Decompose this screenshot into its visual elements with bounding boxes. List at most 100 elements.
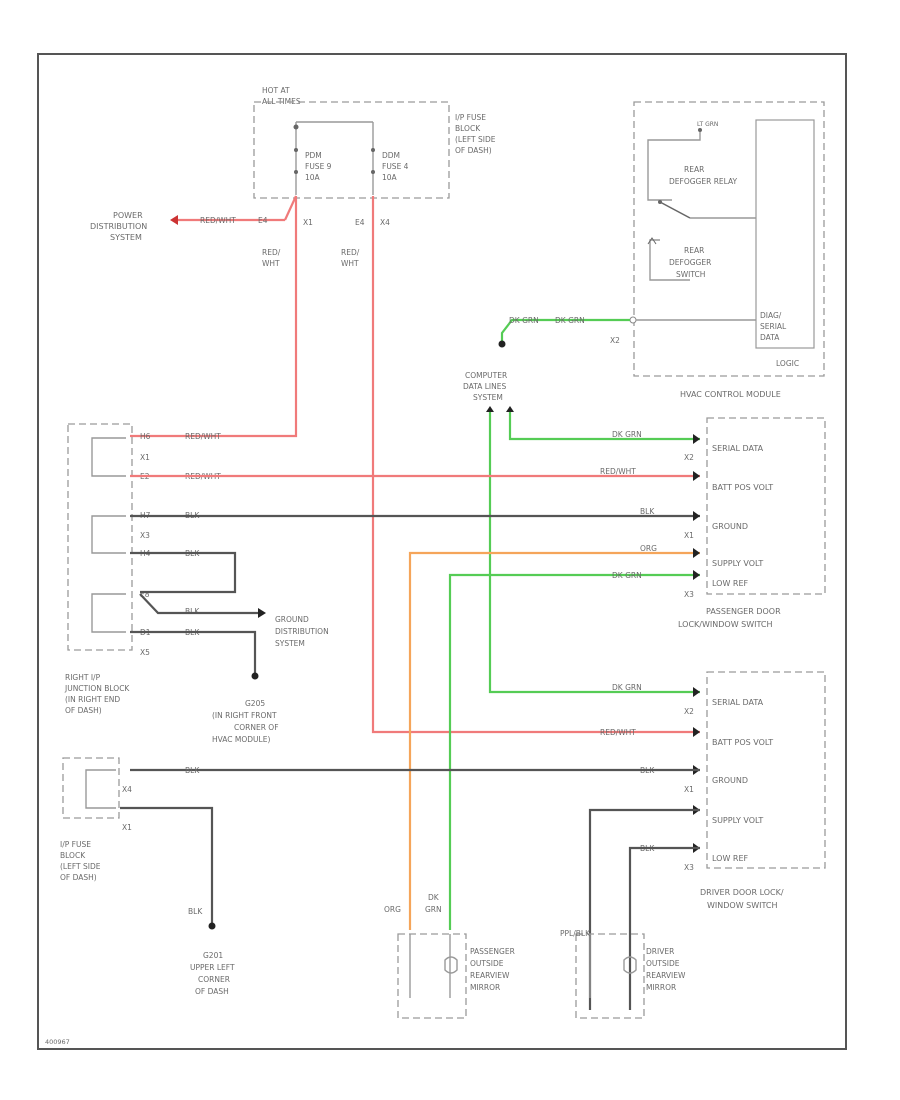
wire-org-supply (408, 551, 700, 930)
switch-blade (659, 201, 691, 219)
pass-switch-title: LOCK/WINDOW SWITCH (678, 620, 773, 629)
wire-dk-grn-pass (508, 412, 700, 441)
pass-mirror-label: REARVIEW (470, 971, 510, 980)
fuse-left-label: FUSE 9 (305, 162, 332, 171)
wire-red-wht-fuse9 (130, 196, 298, 438)
wire-label: DK GRN (612, 430, 642, 439)
relay-wire (647, 132, 701, 201)
diagram-frame (37, 53, 847, 1050)
arrow-icon (258, 608, 266, 618)
mirror-box (575, 933, 645, 1019)
fuse-block-title: BLOCK (60, 851, 86, 860)
wire-label: RED/WHT (185, 432, 221, 441)
arrow-icon (693, 511, 700, 521)
wire-label: BLK (185, 607, 200, 616)
computer-data-lines: COMPUTER DATA LINES SYSTEM (463, 371, 700, 694)
wire-blk-g201 (120, 806, 214, 924)
wire-dk-grn-lowref (448, 573, 700, 930)
hvac-box (633, 101, 825, 377)
ip-fuse-block-label: OF DASH) (455, 146, 492, 155)
pin-label: LOW REF (712, 579, 749, 588)
pass-mirror-label: OUTSIDE (470, 959, 504, 968)
g205-label: (IN RIGHT FRONT (212, 711, 277, 720)
bus-node (293, 124, 299, 130)
fuse-block-title: I/P FUSE (60, 840, 91, 849)
connector-label: X1 (140, 453, 150, 462)
connector-label: X1 (303, 218, 313, 227)
wire-label: RED/WHT (600, 467, 636, 476)
computer-data-label: DATA LINES (463, 382, 506, 391)
g205-label: CORNER OF (234, 723, 279, 732)
drv-mirror-label: REARVIEW (646, 971, 686, 980)
node (698, 128, 702, 132)
connector-label: X4 (380, 218, 390, 227)
connector-label: X5 (140, 648, 150, 657)
internal-bus (85, 769, 116, 809)
fuse-right-label: DDM (382, 151, 400, 160)
switch-label: DEFOGGER (669, 258, 711, 267)
ip-fuse-block-label: (LEFT SIDE (455, 135, 496, 144)
hvac-title: HVAC CONTROL MODULE (680, 390, 781, 399)
ground-distribution-label: GROUND (275, 615, 309, 624)
diagram-code: 400967 (45, 1038, 70, 1046)
drv-switch-title: WINDOW SWITCH (707, 901, 778, 910)
wire-label: RED/ (262, 248, 281, 257)
wire-label: GRN (425, 905, 442, 914)
g201-label: G201 (203, 951, 223, 960)
g201-label: UPPER LEFT (190, 963, 235, 972)
drv-switch-title: DRIVER DOOR LOCK/ (700, 888, 784, 897)
pin-label: BATT POS VOLT (712, 738, 773, 747)
wire-label: WHT (262, 259, 280, 268)
fuse-block-box (62, 757, 120, 819)
passenger-door-switch: SERIAL DATA BATT POS VOLT GROUND SUPPLY … (600, 417, 826, 629)
connector-label: X3 (140, 531, 150, 540)
wire-label: PPL/BLK (560, 929, 591, 938)
fuse-terminal (371, 148, 375, 152)
heater-element-icon (623, 956, 637, 974)
arrow-icon (693, 570, 700, 580)
fuse-left-label: PDM (305, 151, 322, 160)
fuse-block-box (253, 101, 450, 199)
wire-color-label: RED/WHT (200, 216, 236, 225)
rjb-title: OF DASH) (65, 706, 102, 715)
fuse-right-label: 10A (382, 173, 398, 182)
connector-label: X3 (684, 863, 694, 872)
pass-mirror-label: PASSENGER (470, 947, 515, 956)
ip-fuse-block-top: HOT AT ALL TIMES PDM FUSE 9 10A DDM FUSE… (253, 86, 496, 227)
g201-label: OF DASH (195, 987, 229, 996)
wire-label: DK GRN (509, 316, 539, 325)
pass-mirror-label: MIRROR (470, 983, 500, 992)
power-distribution: POWER DISTRIBUTION SYSTEM RED/WHT E4 (90, 195, 297, 242)
wire-dk-grn (500, 318, 630, 342)
drv-mirror-label: OUTSIDE (646, 959, 680, 968)
computer-data-label: SYSTEM (473, 393, 503, 402)
wire-red-wht-fuse4 (371, 196, 700, 734)
g205-label: G205 (245, 699, 265, 708)
heater-element-icon (444, 956, 458, 974)
wire-label: RED/ (341, 248, 360, 257)
wire-label: DK GRN (612, 571, 642, 580)
relay-label: REAR (684, 165, 704, 174)
power-distribution-label: DISTRIBUTION (90, 222, 147, 231)
arrow-icon (170, 215, 178, 225)
wire-label: RED/WHT (600, 728, 636, 737)
wire-label: ORG (384, 905, 401, 914)
wire-label: WHT (341, 259, 359, 268)
connector-label: X1 (122, 823, 132, 832)
pin-label: GROUND (712, 522, 748, 531)
power-distribution-label: POWER (113, 211, 143, 220)
ground-distribution-label: DISTRIBUTION (275, 627, 329, 636)
ground-node (251, 672, 259, 680)
pin-label: SUPPLY VOLT (712, 816, 763, 825)
driver-mirror: PPL/BLK DRIVER OUTSIDE REARVIEW MIRROR (560, 929, 686, 1019)
serial-data-label: SERIAL (760, 322, 787, 331)
arrow-icon (693, 727, 700, 737)
pass-switch-box (706, 417, 826, 595)
connector-pin (629, 316, 637, 324)
ground-node (208, 922, 216, 930)
hvac-control-module: LT GRN REAR DEFOGGER RELAY REAR DEFOGGER… (498, 101, 825, 399)
connector-label: X2 (610, 336, 620, 345)
wire-label: DK (428, 893, 440, 902)
ip-fuse-block-label: I/P FUSE (455, 113, 486, 122)
